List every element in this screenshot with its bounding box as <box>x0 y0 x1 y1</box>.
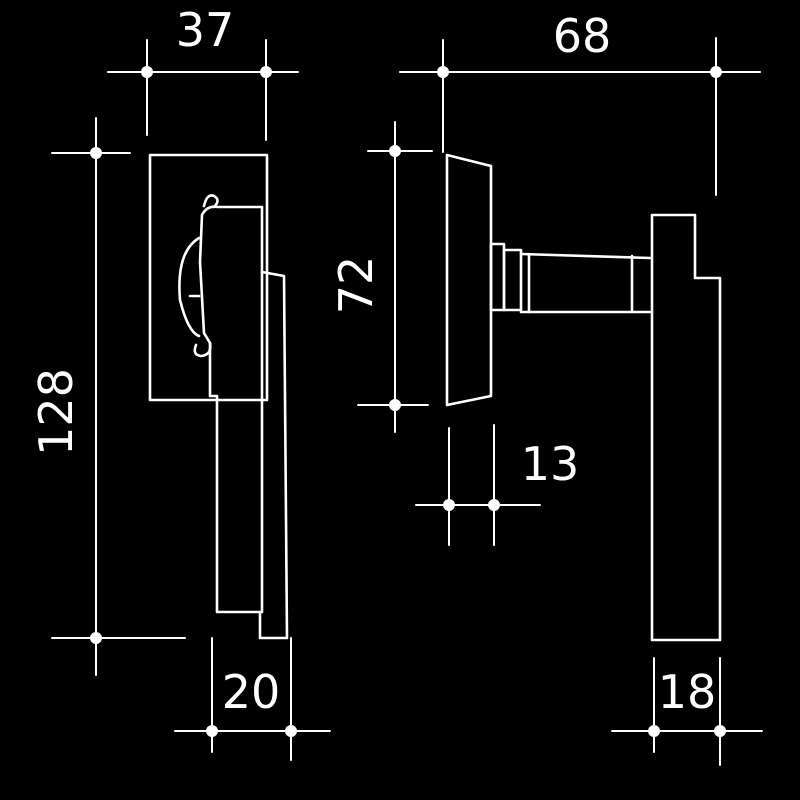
dimension-side-bottom-width: 18 <box>611 657 763 766</box>
rose-profile <box>445 153 493 407</box>
dimension-label-front-bottom-width: 20 <box>222 665 281 719</box>
dimension-side-width: 68 <box>399 9 761 196</box>
side-view: 68 72 13 <box>329 9 763 766</box>
spindle-neck <box>519 252 652 314</box>
dimension-side-rose-height: 72 <box>329 121 433 433</box>
dimension-label-front-width: 37 <box>176 3 235 57</box>
dimension-front-bottom-width: 20 <box>174 637 331 761</box>
dimension-front-width: 37 <box>107 3 299 141</box>
dimension-label-side-bottom-width: 18 <box>658 665 717 719</box>
dimension-label-side-rose-height: 72 <box>329 256 383 315</box>
dimension-label-front-height: 128 <box>29 368 83 456</box>
front-view: 37 128 20 <box>29 3 331 761</box>
spindle-collar <box>502 248 523 312</box>
dimension-label-side-width: 68 <box>553 9 612 63</box>
dimension-side-rose-depth: 13 <box>415 424 580 546</box>
rose-plate <box>148 153 269 402</box>
handle-lever-profile <box>650 213 722 642</box>
dimension-label-side-rose-depth: 13 <box>521 437 580 491</box>
handle-grip <box>198 205 289 640</box>
spindle-cover <box>178 236 201 338</box>
rose-boss <box>489 242 506 312</box>
dimension-front-height: 128 <box>29 117 186 676</box>
